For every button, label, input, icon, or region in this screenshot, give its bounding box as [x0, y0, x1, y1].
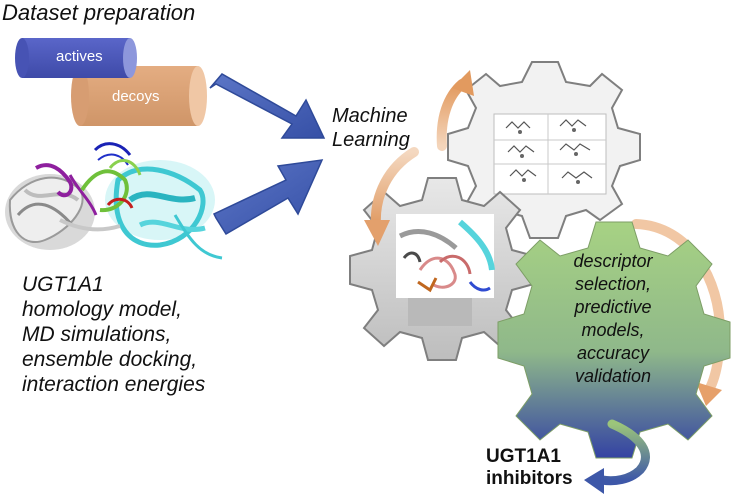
gear-description: descriptor selection, predictive models,… — [540, 250, 686, 388]
gear-line-3: predictive — [574, 297, 652, 317]
actives-cylinder — [15, 38, 137, 78]
result-arrow — [584, 419, 650, 494]
descriptor-gear-top — [447, 61, 641, 239]
result-line-1: UGT1A1 — [486, 446, 561, 467]
result-label: UGT1A1 inhibitors — [486, 446, 573, 490]
result-line-2: inhibitors — [486, 468, 573, 489]
cycle-arrow-up — [436, 70, 474, 151]
model-line-5: interaction energies — [22, 373, 206, 396]
ml-line-1: Machine — [332, 105, 408, 127]
cycle-arrow-left — [364, 147, 419, 246]
dataset-preparation-title: Dataset preparation — [2, 0, 196, 25]
ml-line-2: Learning — [332, 129, 410, 151]
model-line-3: MD simulations, — [22, 323, 172, 346]
decoys-cylinder — [71, 66, 207, 126]
gear-line-2: selection, — [574, 274, 652, 294]
model-line-4: ensemble docking, — [22, 348, 198, 371]
model-arrow — [212, 159, 324, 236]
machine-learning-label: Machine Learning — [332, 104, 410, 152]
decoys-label: decoys — [112, 88, 160, 105]
ml-gear — [497, 221, 731, 459]
model-line-1: UGT1A1 — [22, 273, 104, 296]
cycle-arrow-right — [631, 219, 726, 406]
actives-label: actives — [56, 48, 103, 65]
model-line-2: homology model, — [22, 298, 182, 321]
dataset-arrow — [209, 73, 326, 139]
gear-line-6: validation — [574, 366, 652, 386]
gear-line-1: descriptor — [573, 251, 653, 271]
gear-line-4: models, — [581, 320, 645, 340]
protein-structure-image — [5, 142, 223, 260]
docking-gear — [349, 177, 535, 361]
gear-line-5: accuracy — [576, 343, 650, 363]
model-description: UGT1A1 homology model, MD simulations, e… — [22, 272, 205, 397]
